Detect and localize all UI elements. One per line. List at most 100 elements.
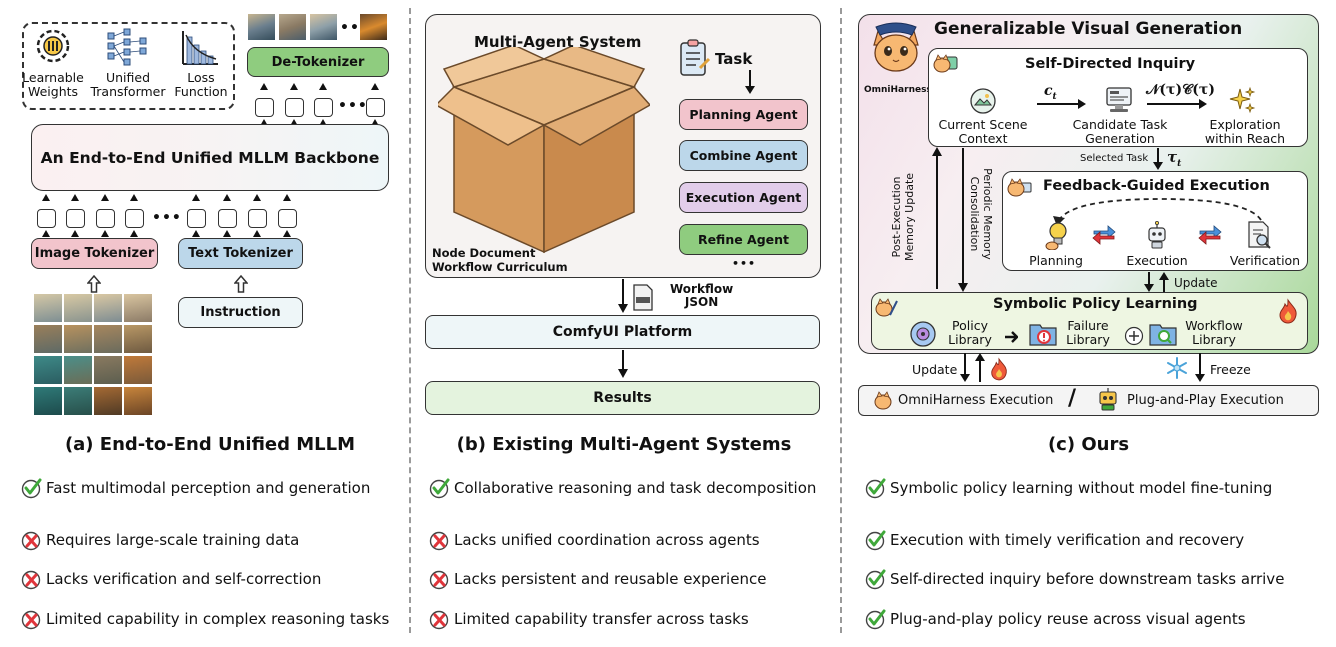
input-token [218,209,237,228]
input-token [125,209,144,228]
ct-symbol: c [1044,83,1053,99]
input-token [278,209,297,228]
bullet-text: Execution with timely verification and r… [890,531,1245,549]
arrow-up [371,83,379,90]
update-up-head [1159,272,1169,280]
mini-cat-laptop-icon [1007,178,1032,197]
cat-mascot-icon [873,22,919,72]
arrow-up [260,83,268,90]
results-box: Results [425,381,820,415]
update-down-head [1144,284,1154,292]
ct-arrow-head [1078,99,1086,109]
periodic-memory-text: Periodic Memory Consolidation [968,168,994,260]
update-up-arrow [1163,279,1165,292]
policy-library-icon [910,321,936,347]
sparkle-icon [1229,86,1256,114]
arrow-up [192,230,200,237]
arrow-up [101,230,109,237]
de-tokenizer: De-Tokenizer [247,47,389,77]
task-arrow-head [745,86,755,94]
arrow-line [622,350,624,370]
box-icon [438,47,650,254]
thumbnail [248,14,275,40]
update2-down-arrow [964,353,966,375]
legend-transformer-label: Unified Transformer [90,70,166,99]
arrow-up [192,194,200,201]
bullet-text: Lacks unified coordination across agents [454,531,760,549]
divider-2 [840,8,842,633]
arrow-head [618,304,628,313]
selected-task-arrow-head [1153,162,1163,170]
node-doc-label: Node Document Workflow Curriculum [432,246,568,274]
bullet-a-1: Fast multimodal perception and generatio… [20,477,370,499]
formula-arrow-line [1147,103,1200,105]
arrow-up [42,194,50,201]
unified-transformer-icon [107,28,147,66]
swap-arrows-icon [1092,225,1116,245]
output-token [285,98,304,117]
ct-subscript: t [1052,91,1057,102]
bullet-text: Self-directed inquiry before downstream … [890,570,1285,588]
fire-icon [1279,298,1297,324]
bullet-text: Requires large-scale training data [46,531,300,549]
cross-icon [21,610,41,630]
execution-agent: Execution Agent [679,182,808,213]
input-token [96,209,115,228]
tau-subscript: t [1177,159,1182,169]
bullet-text: Plug-and-play policy reuse across visual… [890,610,1246,628]
output-images: ••• [248,14,388,40]
tau-symbol: τ [1167,148,1178,166]
image-tile [34,294,62,322]
arrow-up [290,119,298,126]
output-token [366,98,385,117]
bullet-a-3: Lacks verification and self-correction [20,568,321,590]
execution-label: Execution [1126,253,1188,268]
legend-box [22,22,235,110]
thumbnail [310,14,337,40]
combine-agent: Combine Agent [679,140,808,171]
execution-robot-icon [1148,220,1166,249]
freeze-down-head [1195,374,1205,382]
image-tile [124,387,152,415]
divider-1 [409,8,411,633]
verification-label: Verification [1229,253,1301,268]
fire-icon [991,357,1007,381]
hollow-arrow-icon [234,275,248,293]
legend-loss-label: Loss Function [174,70,228,99]
arrow-up [71,194,79,201]
task-arrow-line [749,70,751,87]
arrow-up [283,194,291,201]
check-icon [865,609,886,630]
input-image-grid [34,294,152,415]
output-token [314,98,333,117]
workflow-json-label: Workflow JSON [670,282,734,309]
freeze-label: Freeze [1210,362,1251,377]
agent-dots: ••• [732,257,757,270]
check-icon [429,478,450,499]
symbolic-title: Symbolic Policy Learning [993,296,1198,312]
arrow-up [253,194,261,201]
freeze-down-arrow [1199,353,1201,375]
arrow-up [290,83,298,90]
caption-b: (b) Existing Multi-Agent Systems [456,434,792,455]
task-monitor-icon [1106,87,1132,112]
bullet-text: Fast multimodal perception and generatio… [46,479,371,497]
bullet-text: Limited capability transfer across tasks [454,610,749,628]
failure-library-label: Failure Library [1066,318,1110,347]
bullet-c-4: Plug-and-play policy reuse across visual… [864,608,1246,630]
omni-execution-label: OmniHarness Execution [898,393,1054,408]
image-tile [34,356,62,384]
bullet-b-3: Lacks persistent and reusable experience [428,568,766,590]
image-tile [64,356,92,384]
input-token [187,209,206,228]
image-tile [34,387,62,415]
arrow-up [71,230,79,237]
periodic-memory-arrow [962,148,964,284]
ct-arrow-line [1037,103,1079,105]
comfyui-platform: ComfyUI Platform [425,315,820,349]
arrow-up [319,119,327,126]
plug-execution-label: Plug-and-Play Execution [1127,393,1284,408]
input-token [37,209,56,228]
image-tile [34,325,62,353]
arrow-up [371,119,379,126]
